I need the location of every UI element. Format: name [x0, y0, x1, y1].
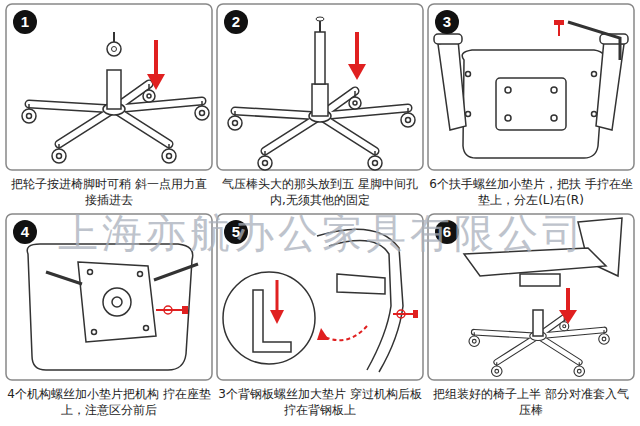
step-panel: 1 把轮子按进椅脚时可稍 斜一点用力直接插进去 [6, 4, 212, 214]
step-caption: 气压棒头大的那头放到五 星脚中间孔内,无须其他的固定 [217, 176, 423, 208]
step-number: 2 [224, 10, 248, 34]
step-panel: 2 气压棒头大的那头放到五 星脚中间孔内,无须其他的固定 [217, 4, 423, 214]
step-number: 1 [13, 10, 37, 34]
step-number: 3 [435, 10, 459, 34]
watermark: 上海亦航办公家具有限公司 [58, 206, 586, 261]
step-number: 4 [13, 220, 37, 244]
step-caption: 4个机构螺丝加小垫片把机构 拧在座垫上，注意区分前后 [6, 386, 212, 418]
step-caption: 把轮子按进椅脚时可稍 斜一点用力直接插进去 [6, 176, 212, 208]
step-caption: 6个扶手螺丝加小垫片，把扶 手拧在坐垫上，分左(L)右(R) [428, 176, 634, 208]
step-caption: 3个背钢板螺丝加大垫片 穿过机构后板拧在背钢板上 [217, 386, 423, 418]
step-caption: 把组装好的椅子上半 部分对准套入气压棒 [428, 386, 634, 418]
step-panel: 3 6个扶手螺丝加小垫片，把扶 手拧在坐垫上，分左(L)右(R) [428, 4, 634, 214]
